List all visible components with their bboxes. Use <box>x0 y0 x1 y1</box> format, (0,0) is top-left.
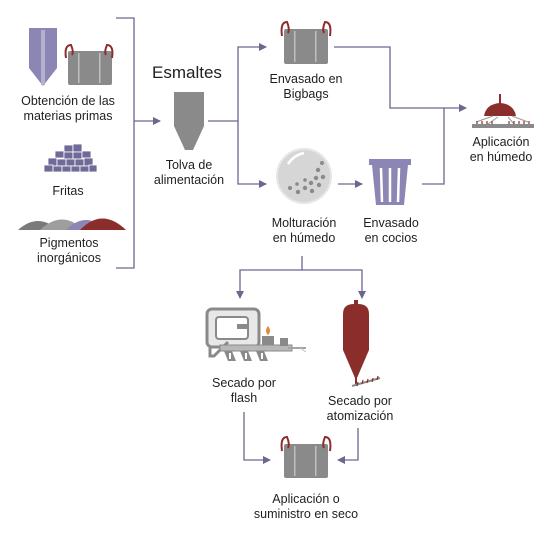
arrow-flash-to-dry <box>243 412 271 464</box>
raw-bigbag-icon <box>64 43 114 85</box>
frits-pile-icon <box>43 143 98 173</box>
arrow-hopper-split <box>208 43 267 122</box>
ball-mill-icon <box>276 148 332 204</box>
bigbag-packing-label: Envasado en Bigbags <box>269 72 343 101</box>
drum-packing-label: Envasado en cocios <box>363 216 419 245</box>
arrow-split-to-flash <box>236 269 302 299</box>
wet-application-label: Aplicación en húmedo <box>469 135 533 164</box>
raw-materials-label: Obtención de las materias primas <box>21 94 115 123</box>
dry-application-label: Aplicación o suministro en seco <box>253 492 359 521</box>
glazes-section-title: Esmaltes <box>152 63 222 82</box>
spray-drying-label: Secado por atomización <box>326 394 394 423</box>
frits-label: Fritas <box>52 184 84 198</box>
hopper-label: Tolva de alimentación <box>153 158 225 187</box>
raw-materials-bracket <box>116 17 135 269</box>
packing-bigbag-icon <box>280 20 332 64</box>
arrow-bigbag-to-application <box>334 46 467 112</box>
flash-drying-label: Secado por flash <box>212 376 276 405</box>
wet-application-icon <box>472 94 534 128</box>
spray-dryer-icon <box>343 300 381 387</box>
drum-container-icon <box>369 159 411 205</box>
connector-lines <box>116 17 467 464</box>
arrow-spray-to-dry <box>337 428 359 464</box>
silo-icon <box>29 28 57 86</box>
pigments-label: Pigmentos inorgánicos <box>37 236 101 265</box>
pigment-mounds-icon <box>18 218 126 230</box>
flash-dryer-icon <box>205 307 307 361</box>
arrow-hopper-to-milling <box>237 121 267 188</box>
feed-hopper-icon <box>174 92 204 150</box>
dry-bigbag-icon <box>280 435 332 478</box>
arrow-drum-to-application <box>422 108 445 185</box>
arrow-split-to-spray <box>302 269 366 299</box>
wet-milling-label: Molturación en húmedo <box>271 216 337 245</box>
